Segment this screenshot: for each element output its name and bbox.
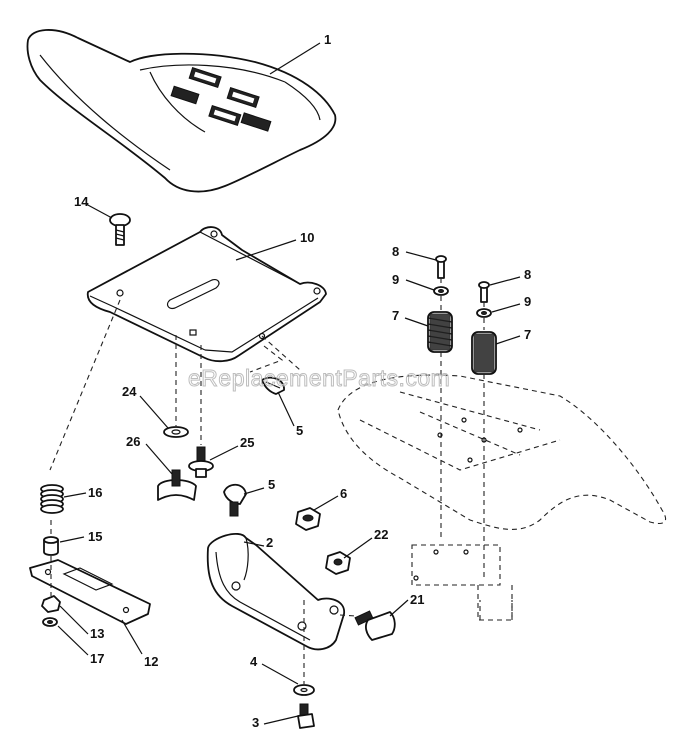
callout-15: 15 — [88, 529, 102, 544]
callout-13: 13 — [90, 626, 104, 641]
callout-8-right: 8 — [524, 267, 531, 282]
callout-5-upper: 5 — [296, 423, 303, 438]
slide-plate-part-12 — [29, 559, 151, 625]
callout-8-left: 8 — [392, 244, 399, 259]
assembly-centerlines — [49, 278, 485, 684]
nut-part-22 — [325, 551, 351, 575]
callout-16: 16 — [88, 485, 102, 500]
knob-part-26 — [157, 469, 197, 501]
callout-22: 22 — [374, 527, 388, 542]
callout-1: 1 — [324, 32, 331, 47]
spring-part-7-right — [471, 331, 497, 375]
callout-3: 3 — [252, 715, 259, 730]
bolt-part-8-right — [478, 281, 490, 303]
nut-part-13 — [41, 595, 61, 613]
callout-labels: 1 14 10 8 9 7 8 9 7 24 5 25 26 5 6 16 22… — [74, 32, 531, 730]
nut-part-6 — [295, 507, 321, 531]
bolt-part-8-left — [435, 255, 447, 279]
callout-7-right: 7 — [524, 327, 531, 342]
bushing-part-15 — [43, 536, 59, 556]
callout-12: 12 — [144, 654, 158, 669]
bolt-part-25 — [188, 446, 214, 478]
callout-7-left: 7 — [392, 308, 399, 323]
callout-6: 6 — [340, 486, 347, 501]
clip-part-5-lower — [223, 483, 247, 517]
bolt-part-3 — [297, 703, 315, 729]
seat-part-1 — [26, 29, 337, 193]
callout-26: 26 — [126, 434, 140, 449]
callout-14: 14 — [74, 194, 89, 209]
washer-part-24 — [163, 426, 189, 438]
shoulder-bolt-part-21 — [354, 610, 396, 641]
leader-lines — [57, 42, 521, 725]
callout-17: 17 — [90, 651, 104, 666]
spring-part-7-left — [427, 311, 453, 353]
callout-2: 2 — [266, 535, 273, 550]
callout-25: 25 — [240, 435, 254, 450]
spring-part-16 — [40, 484, 64, 514]
washer-part-9-right — [476, 308, 492, 318]
bracket-part-2 — [206, 533, 345, 651]
callout-10: 10 — [300, 230, 314, 245]
callout-5-lower: 5 — [268, 477, 275, 492]
callout-9-right: 9 — [524, 294, 531, 309]
watermark-text: eReplacementParts.com — [188, 365, 450, 391]
seat-pan-part-10 — [86, 226, 327, 363]
washer-part-9-left — [433, 286, 449, 296]
callout-21: 21 — [410, 592, 424, 607]
washer-part-17 — [42, 617, 58, 627]
callout-24: 24 — [122, 384, 137, 399]
clip-part-5-upper — [261, 376, 285, 395]
callout-4: 4 — [250, 654, 258, 669]
phantom-frame-outline — [337, 374, 667, 621]
callout-9-left: 9 — [392, 272, 399, 287]
carriage-bolt-part-14 — [109, 213, 131, 246]
washer-part-4 — [293, 684, 315, 696]
